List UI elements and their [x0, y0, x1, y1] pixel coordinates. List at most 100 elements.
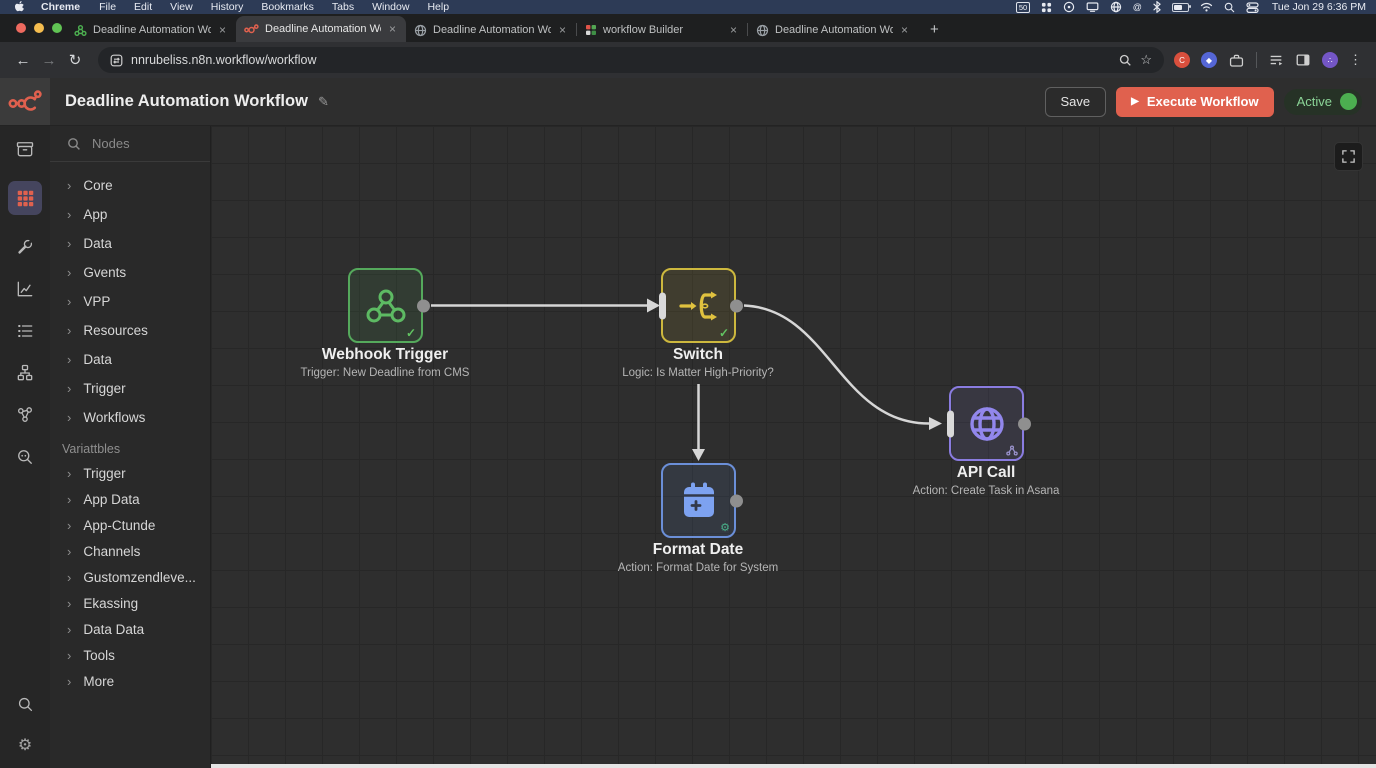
- sidebar-item[interactable]: ›Gustomzendleve...: [50, 564, 210, 590]
- output-connector[interactable]: [730, 299, 743, 312]
- nodes-search[interactable]: [50, 126, 210, 162]
- menu-app-name[interactable]: Chreme: [41, 1, 80, 13]
- output-connector[interactable]: [730, 494, 743, 507]
- at-circle-icon[interactable]: @: [1133, 2, 1142, 12]
- input-50-badge[interactable]: 50: [1016, 2, 1029, 13]
- sidebar-item[interactable]: ›Workflows: [50, 403, 210, 432]
- menu-window[interactable]: Window: [372, 1, 409, 13]
- sidebar-item-label: Trigger: [83, 466, 125, 481]
- menu-view[interactable]: View: [170, 1, 193, 13]
- list-icon[interactable]: [15, 321, 35, 341]
- menu-tabs[interactable]: Tabs: [332, 1, 354, 13]
- chart-icon[interactable]: [15, 279, 35, 299]
- bluetooth-icon[interactable]: [1153, 1, 1161, 13]
- info-circle-icon[interactable]: [1063, 1, 1075, 13]
- window-zoom-button[interactable]: [52, 23, 62, 33]
- extension-blue-icon[interactable]: ◆: [1201, 52, 1217, 68]
- menu-help[interactable]: Help: [427, 1, 449, 13]
- settings-gear-icon[interactable]: ⚙: [18, 736, 32, 756]
- node-api-call[interactable]: [949, 386, 1024, 461]
- output-connector[interactable]: [417, 299, 430, 312]
- sidebar-item[interactable]: ›Resources: [50, 316, 210, 345]
- display-icon[interactable]: [1086, 1, 1099, 13]
- sitemap-icon[interactable]: [15, 363, 35, 383]
- menu-history[interactable]: History: [211, 1, 244, 13]
- extension-red-icon[interactable]: C: [1174, 52, 1190, 68]
- chevron-right-icon: ›: [67, 545, 71, 558]
- tab-close-icon[interactable]: ×: [557, 23, 568, 37]
- menubar-clock[interactable]: Tue Jon 29 6:36 PM: [1272, 1, 1366, 13]
- sidebar-item[interactable]: ›Gvents: [50, 258, 210, 287]
- sidebar-item[interactable]: ›Ekassing: [50, 590, 210, 616]
- sidebar-item[interactable]: ›App Data: [50, 486, 210, 512]
- control-center-icon[interactable]: [1246, 2, 1259, 13]
- sidebar-item[interactable]: ›Channels: [50, 538, 210, 564]
- tab-3[interactable]: Deadline Automation Worl ×: [406, 18, 576, 42]
- side-panel-icon[interactable]: [1295, 52, 1311, 68]
- tab-2-active[interactable]: Deadline Automation Worl ×: [236, 16, 406, 42]
- new-tab-button[interactable]: +: [930, 21, 939, 38]
- wrench-icon[interactable]: [15, 237, 35, 257]
- menu-bookmarks[interactable]: Bookmarks: [261, 1, 314, 13]
- menu-file[interactable]: File: [99, 1, 116, 13]
- tab-close-icon[interactable]: ×: [728, 23, 739, 37]
- sidebar-item[interactable]: ›Data: [50, 345, 210, 374]
- browser-menu-icon[interactable]: ⋮: [1349, 52, 1362, 68]
- tab-5[interactable]: Deadline Automation Worl ×: [748, 18, 918, 42]
- apps-dots-icon[interactable]: [1041, 2, 1052, 13]
- chevron-right-icon: ›: [67, 571, 71, 584]
- site-info-icon[interactable]: [110, 54, 123, 67]
- tab-close-icon[interactable]: ×: [387, 22, 398, 36]
- nodes-grid-icon-active[interactable]: [8, 181, 42, 215]
- node-switch[interactable]: ✓: [661, 268, 736, 343]
- tab-close-icon[interactable]: ×: [899, 23, 910, 37]
- reading-list-icon[interactable]: [1268, 52, 1284, 68]
- tab-1[interactable]: Deadline Automation Worl ×: [66, 18, 236, 42]
- profile-purple-icon[interactable]: ∴: [1322, 52, 1338, 68]
- sidebar-item[interactable]: ›Core: [50, 171, 210, 200]
- sidebar-item[interactable]: ›Data Data: [50, 616, 210, 642]
- sidebar-item[interactable]: ›Tools: [50, 642, 210, 668]
- zoom-page-icon[interactable]: [1119, 54, 1132, 67]
- menu-edit[interactable]: Edit: [134, 1, 152, 13]
- sidebar-item[interactable]: ›Trigger: [50, 374, 210, 403]
- sidebar-item[interactable]: ›App: [50, 200, 210, 229]
- globe-icon[interactable]: [1110, 1, 1122, 13]
- wifi-icon[interactable]: [1200, 2, 1213, 12]
- extensions-icon[interactable]: [1228, 52, 1245, 69]
- bookmark-star-icon[interactable]: ☆: [1140, 52, 1152, 68]
- input-connector[interactable]: [947, 410, 954, 437]
- execute-workflow-button[interactable]: ▶Execute Workflow: [1116, 87, 1273, 117]
- sidebar-item[interactable]: ›More: [50, 668, 210, 694]
- sidebar-item[interactable]: ›VPP: [50, 287, 210, 316]
- search-icon[interactable]: [1224, 2, 1235, 13]
- url-text[interactable]: nnrubeliss.n8n.workflow/workflow: [131, 53, 317, 67]
- tab-close-icon[interactable]: ×: [217, 23, 228, 37]
- window-close-button[interactable]: [16, 23, 26, 33]
- reload-icon[interactable]: ↻: [62, 51, 88, 69]
- apple-logo-icon[interactable]: [14, 1, 25, 13]
- address-bar[interactable]: nnrubeliss.n8n.workflow/workflow ☆: [98, 47, 1164, 73]
- window-minimize-button[interactable]: [34, 23, 44, 33]
- forward-icon[interactable]: →: [36, 52, 62, 69]
- sidebar-item[interactable]: ›App-Ctunde: [50, 512, 210, 538]
- fit-view-button[interactable]: [1334, 142, 1363, 171]
- search-icon[interactable]: [16, 694, 35, 714]
- node-format-date[interactable]: ⚙: [661, 463, 736, 538]
- zoom-explore-icon[interactable]: [15, 447, 35, 467]
- sidebar-item[interactable]: ›Trigger: [50, 460, 210, 486]
- input-connector[interactable]: [659, 292, 666, 319]
- node-webhook-trigger[interactable]: ✓: [348, 268, 423, 343]
- nodes-search-input[interactable]: [90, 135, 194, 152]
- workflow-canvas[interactable]: ✓ Webhook Trigger Trigger: New Deadline …: [211, 126, 1376, 768]
- output-connector[interactable]: [1018, 417, 1031, 430]
- overview-box-icon[interactable]: [15, 139, 35, 159]
- active-toggle[interactable]: Active: [1284, 89, 1362, 115]
- n8n-logo[interactable]: [0, 78, 50, 125]
- back-icon[interactable]: ←: [10, 52, 36, 69]
- tab-4[interactable]: workflow Builder ×: [577, 18, 747, 42]
- save-button[interactable]: Save: [1045, 87, 1107, 117]
- nodes-cluster-icon[interactable]: [15, 405, 35, 425]
- edit-title-icon[interactable]: ✎: [318, 94, 329, 110]
- sidebar-item[interactable]: ›Data: [50, 229, 210, 258]
